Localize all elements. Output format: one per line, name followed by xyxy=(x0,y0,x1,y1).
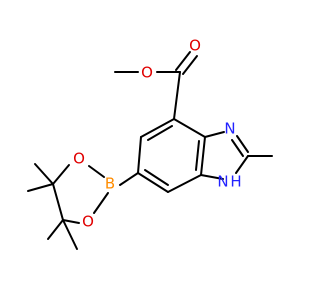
carbonyl-double-bond-a xyxy=(175,51,191,71)
ester-ring-bond xyxy=(173,71,181,120)
benzene-bond-2 xyxy=(137,136,142,174)
benzene-inner-bond-c xyxy=(195,140,200,171)
imine-double-bond-a xyxy=(236,135,249,153)
ester-oxygen-single-label: O xyxy=(141,64,153,82)
amine-ring-bond xyxy=(200,174,224,180)
boronate-oxygen-lower-label: O xyxy=(82,213,94,231)
benzene-bond-3 xyxy=(137,172,169,193)
lower-oxygen-carbon-bond xyxy=(62,219,80,224)
pinacol-methyl-2 xyxy=(27,183,54,192)
bond-layer xyxy=(27,51,273,250)
molecule-diagram: O O N N H B O O xyxy=(27,36,273,250)
benzene-bond-4 xyxy=(167,174,202,193)
pinacol-carbon-bond xyxy=(52,183,64,221)
carbonyl-double-bond-b xyxy=(182,55,198,75)
atom-label-layer: O O N N H B O O xyxy=(73,37,242,231)
structure-svg: O O N N H B O O xyxy=(27,37,273,250)
pinacol-methyl-3 xyxy=(47,219,64,240)
boron-label: B xyxy=(105,175,115,193)
boron-oxygen-upper-bond xyxy=(88,165,105,178)
amine-c2-bond xyxy=(235,155,249,174)
ester-oxygen-double-label: O xyxy=(189,37,201,55)
upper-oxygen-carbon-bond xyxy=(52,164,70,185)
benzene-bond-6 xyxy=(173,118,206,138)
boron-oxygen-lower-bond xyxy=(93,192,109,214)
imine-double-bond-b xyxy=(231,139,244,157)
pinacol-methyl-1 xyxy=(34,163,54,185)
imine-nitrogen-label: N xyxy=(224,120,235,138)
amine-hydrogen-label: H xyxy=(230,173,241,191)
amine-nitrogen-label: N xyxy=(217,173,228,191)
benzene-inner-bond-a xyxy=(147,125,173,141)
imine-n-ring-bond xyxy=(204,131,225,138)
boronate-oxygen-upper-label: O xyxy=(73,150,85,168)
benzene-bond-1 xyxy=(140,118,175,138)
benzene-bond-5 xyxy=(200,136,206,176)
ring-boron-bond xyxy=(119,172,139,186)
benzene-inner-bond-b xyxy=(144,169,169,186)
pinacol-methyl-4 xyxy=(62,219,78,250)
